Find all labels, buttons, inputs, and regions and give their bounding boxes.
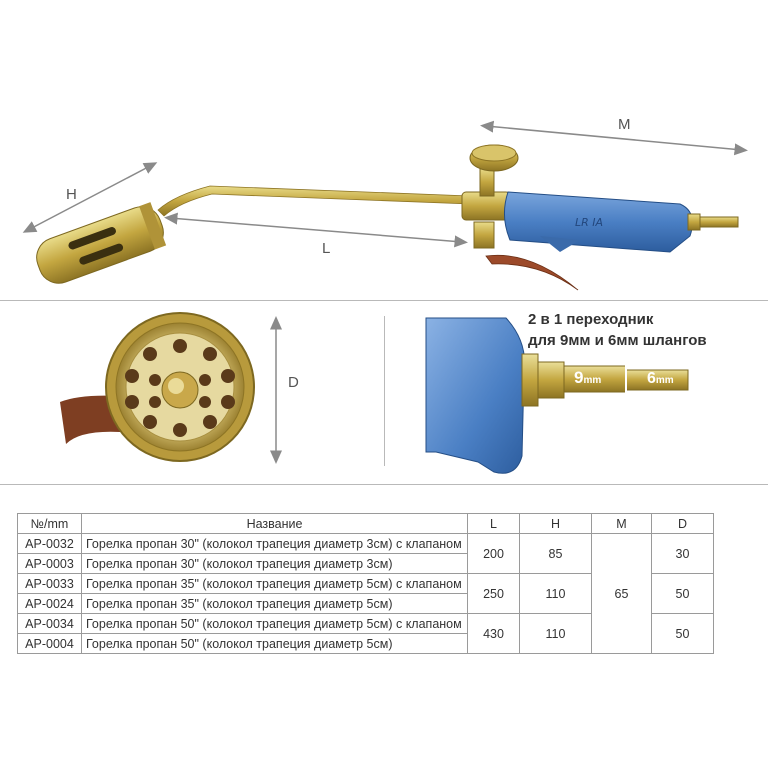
cell-code: AP-0024 (17, 593, 82, 614)
cell-code: AP-0034 (17, 613, 82, 634)
cell-name: Горелка пропан 35" (колокол трапеция диа… (81, 593, 468, 614)
l-dimension-arrow (164, 212, 468, 248)
table-row: AP-0004 Горелка пропан 50" (колокол трап… (17, 633, 714, 654)
spec-table: №/mm Название L H M D AP-0032 Горелка пр… (17, 513, 714, 654)
table-row: AP-0032 Горелка пропан 30" (колокол трап… (17, 533, 714, 654)
cell-h: 110 (519, 573, 592, 614)
table-row: AP-0033 Горелка пропан 35" (колокол трап… (17, 573, 714, 614)
copper-lever (485, 254, 579, 291)
torch-illustration: LR IA (22, 120, 748, 291)
cell-name: Горелка пропан 50" (колокол трапеция диа… (81, 613, 468, 634)
cell-name: Горелка пропан 35" (колокол трапеция диа… (81, 573, 468, 594)
cell-name: Горелка пропан 30" (колокол трапеция диа… (81, 533, 468, 554)
m-dimension-label: M (618, 116, 631, 133)
table-row: AP-0034 Горелка пропан 50" (колокол трап… (17, 613, 714, 654)
blue-handle: LR IA (504, 191, 693, 253)
adapter-size-6mm: 6mm (647, 370, 674, 387)
adapter-caption-line2: для 9мм и 6мм шлангов (528, 332, 707, 349)
cell-d: 50 (651, 613, 714, 654)
l-dimension-label: L (322, 240, 331, 257)
handle-marking: LR IA (575, 216, 603, 229)
h-dimension-label: H (66, 186, 77, 203)
header-l: L (467, 513, 520, 534)
cell-code: AP-0033 (17, 573, 82, 594)
hose-fitting (687, 213, 739, 231)
cell-name: Горелка пропан 30" (колокол трапеция диа… (81, 553, 468, 574)
cell-code: AP-0032 (17, 533, 82, 554)
cell-l: 430 (467, 613, 520, 654)
cell-l: 200 (467, 533, 520, 574)
d-dimension-label: D (288, 374, 299, 391)
cell-code: AP-0003 (17, 553, 82, 574)
nozzle-bell (36, 202, 167, 284)
vertical-divider (384, 316, 385, 466)
torch-tube (157, 185, 471, 217)
valve-assembly (461, 144, 519, 249)
bell-front-view (60, 312, 282, 464)
adapter-caption: 2 в 1 переходник для 9мм и 6мм шлангов (528, 309, 707, 351)
cell-h: 110 (519, 613, 592, 654)
header-name: Название (81, 513, 468, 534)
h-dimension-arrow (22, 162, 158, 233)
cell-d: 50 (651, 573, 714, 614)
table-row: AP-0003 Горелка пропан 30" (колокол трап… (17, 553, 714, 574)
cell-name: Горелка пропан 50" (колокол трапеция диа… (81, 633, 468, 654)
m-dimension-arrow (480, 120, 748, 156)
table-header-row: №/mm Название L H M D (17, 513, 714, 534)
horizontal-divider-bottom (0, 484, 768, 485)
header-d: D (651, 513, 714, 534)
cell-d: 30 (651, 533, 714, 574)
header-code: №/mm (17, 513, 82, 534)
header-h: H (519, 513, 592, 534)
header-m: M (591, 513, 652, 534)
adapter-detail (425, 317, 689, 474)
adapter-caption-line1: 2 в 1 переходник (528, 311, 654, 328)
horizontal-divider-top (0, 300, 768, 301)
cell-l: 250 (467, 573, 520, 614)
cell-m: 65 (591, 533, 652, 654)
cell-h: 85 (519, 533, 592, 574)
cell-code: AP-0004 (17, 633, 82, 654)
adapter-size-9mm: 9mm (574, 368, 602, 387)
